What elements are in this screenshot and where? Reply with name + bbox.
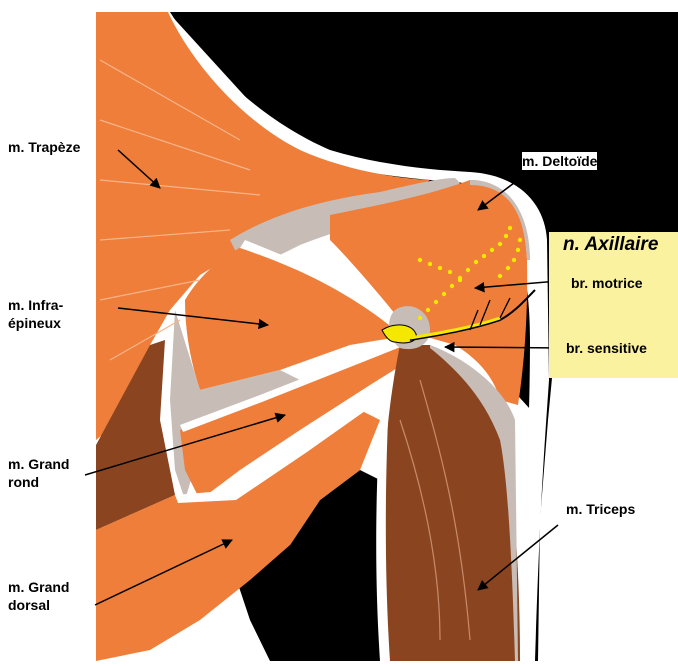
label-trapeze: m. Trapèze [8, 138, 80, 156]
arrow-br-sensitive [445, 347, 563, 348]
label-grand-dorsal-line2: dorsal [8, 596, 50, 614]
label-grand-rond-line2: rond [8, 473, 39, 491]
label-deltoide: m. Deltoïde [522, 152, 597, 170]
label-triceps: m. Triceps [566, 500, 635, 518]
label-infraepineux-line1: m. Infra- [8, 296, 63, 314]
label-infraepineux-line2: épineux [8, 314, 61, 332]
label-grand-dorsal-line1: m. Grand [8, 578, 69, 596]
label-nerve-axillaire: n. Axillaire [563, 234, 658, 256]
label-br-motrice: br. motrice [571, 274, 643, 292]
label-br-sensitive: br. sensitive [566, 339, 647, 357]
label-grand-rond-line1: m. Grand [8, 455, 69, 473]
